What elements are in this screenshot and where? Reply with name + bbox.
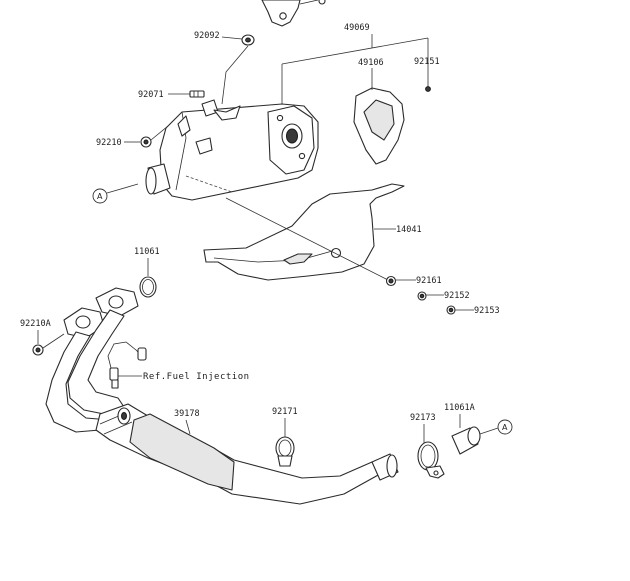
bolt-92153 xyxy=(446,305,474,315)
oxygen-sensor xyxy=(107,341,147,389)
nut-92210 xyxy=(124,125,169,148)
gasket-11061 xyxy=(139,258,157,298)
label-92161: 92161 xyxy=(416,276,442,286)
bolt-92151 xyxy=(425,86,431,92)
bolt-92071 xyxy=(168,90,205,98)
label-11061A: 11061A xyxy=(444,403,475,413)
label-92151: 92151 xyxy=(414,57,440,67)
label-92171: 92171 xyxy=(272,407,298,417)
washer-92092 xyxy=(221,34,255,105)
label-49069: 49069 xyxy=(344,23,370,33)
label-92071: 92071 xyxy=(138,90,164,100)
cover-49106 xyxy=(353,68,405,165)
label-92210: 92210 xyxy=(96,138,122,148)
callout-a-left xyxy=(92,183,139,204)
callout-a-right-text: A xyxy=(502,423,508,432)
heat-guard-14041 xyxy=(203,183,405,281)
muffler xyxy=(145,99,319,201)
clamp-92173 xyxy=(417,424,445,479)
label-92210A: 92210A xyxy=(20,319,51,329)
label-ref-fuel-injection: Ref.Fuel Injection xyxy=(143,372,250,382)
callout-a-left-text: A xyxy=(97,192,103,201)
leader-49069 xyxy=(281,34,429,110)
label-11061: 11061 xyxy=(134,247,160,257)
label-49106: 49106 xyxy=(358,58,384,68)
label-14041: 14041 xyxy=(396,225,422,235)
callout-a-right xyxy=(497,419,513,435)
nut-92161 xyxy=(385,275,416,287)
label-92173: 92173 xyxy=(410,413,436,423)
nut-92210A xyxy=(32,330,65,356)
label-92152: 92152 xyxy=(444,291,470,301)
gasket-11061A xyxy=(451,414,499,455)
top-bracket xyxy=(261,0,326,27)
label-92092: 92092 xyxy=(194,31,220,41)
washer-92152 xyxy=(417,291,444,301)
leader-92161 xyxy=(225,197,389,281)
clamp-92171 xyxy=(275,418,295,467)
label-39178: 39178 xyxy=(174,409,200,419)
label-92153: 92153 xyxy=(474,306,500,316)
header-pipe-39178 xyxy=(45,287,399,505)
